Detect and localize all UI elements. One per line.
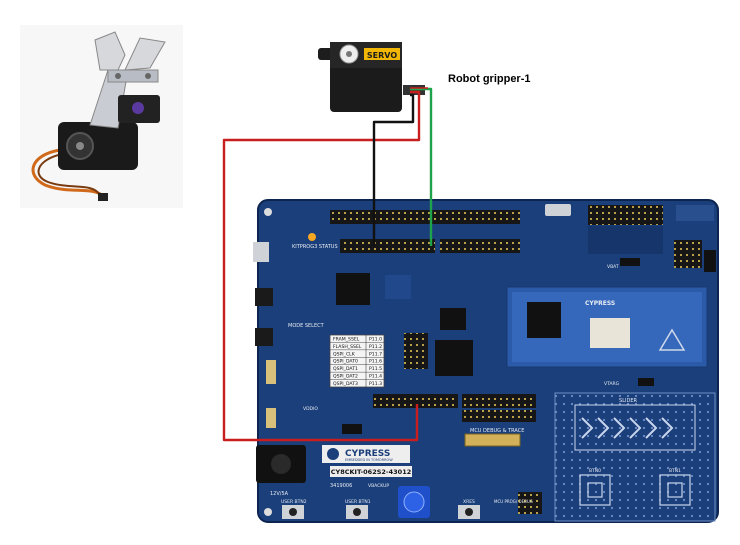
pin-table-name: FRAM_SSEL xyxy=(333,336,360,342)
servo-label: SERVO xyxy=(367,51,397,60)
user-btn1 xyxy=(346,505,368,519)
gripper-caption: Robot gripper-1 xyxy=(448,73,531,85)
power-label: 12V/5A xyxy=(270,491,289,497)
board-model: CY8CKIT-062S2-43012 xyxy=(331,468,412,476)
btn1-label: BTN1 xyxy=(669,468,681,474)
ground-wire xyxy=(372,93,415,246)
svg-text:CYPRESS: CYPRESS xyxy=(585,300,615,307)
board-brand-tagline: EMBEDDED IN TOMORROW xyxy=(345,458,393,462)
pin-table-name: QSPI_CLK xyxy=(333,351,356,357)
pin-table-pin: P11.7 xyxy=(369,351,382,357)
pin-table-name: FLASH_SSEL xyxy=(333,344,362,350)
wires xyxy=(222,87,433,442)
pin-table-pin: P11.6 xyxy=(369,359,382,365)
pin-table-name: QSPI_DAT2 xyxy=(333,374,358,380)
pin-table-pin: P11.2 xyxy=(369,344,382,350)
bottom-header-left xyxy=(373,394,458,408)
signal-wire xyxy=(410,87,433,246)
pin-table-name: QSPI_DAT1 xyxy=(333,366,358,372)
power-wire xyxy=(222,90,421,442)
pin-table-pin: P11.5 xyxy=(369,366,382,372)
pin-table-name: QSPI_DAT0 xyxy=(333,359,358,365)
pin-table-pin: P11.4 xyxy=(369,374,382,380)
arduino-header-left xyxy=(340,239,435,253)
mode-select-label: MODE SELECT xyxy=(288,323,325,329)
vtarg-label: VTARG xyxy=(604,381,620,387)
user-btn1-label: USER BTN1 xyxy=(345,499,371,505)
vddio-label: VDDIO xyxy=(303,406,318,412)
user-btn2 xyxy=(282,505,304,519)
xres-label: XRES xyxy=(463,499,475,505)
kitprog-status-label: KITPROG3 STATUS xyxy=(292,244,338,250)
arduino-header-right xyxy=(440,239,520,253)
pin-table-name: QSPI_DAT3 xyxy=(333,381,358,387)
btn0-label: BTN0 xyxy=(589,468,601,474)
board-code: 3419006 xyxy=(330,483,352,489)
robot-gripper-image xyxy=(20,25,183,208)
mcu-prog-label: MCU PROG/ DEBUG xyxy=(494,499,533,504)
vbat-label: VBAT xyxy=(607,264,619,270)
mcu-debug-label: MCU DEBUG & TRACE xyxy=(470,428,524,434)
dev-board: KITPROG3 STATUS MODE SELECT CYPRESS FRAM… xyxy=(253,199,719,523)
servo-motor: SERVO xyxy=(318,42,425,112)
board-brand: CYPRESS xyxy=(345,449,390,459)
pin-table-pin: P11.3 xyxy=(369,381,382,387)
user-btn2-label: USER BTN2 xyxy=(281,499,307,505)
slider-label: SLIDER xyxy=(619,398,637,404)
pin-table-pin: P11.0 xyxy=(369,336,382,342)
vbackup-label: VBACKUP xyxy=(368,483,389,489)
